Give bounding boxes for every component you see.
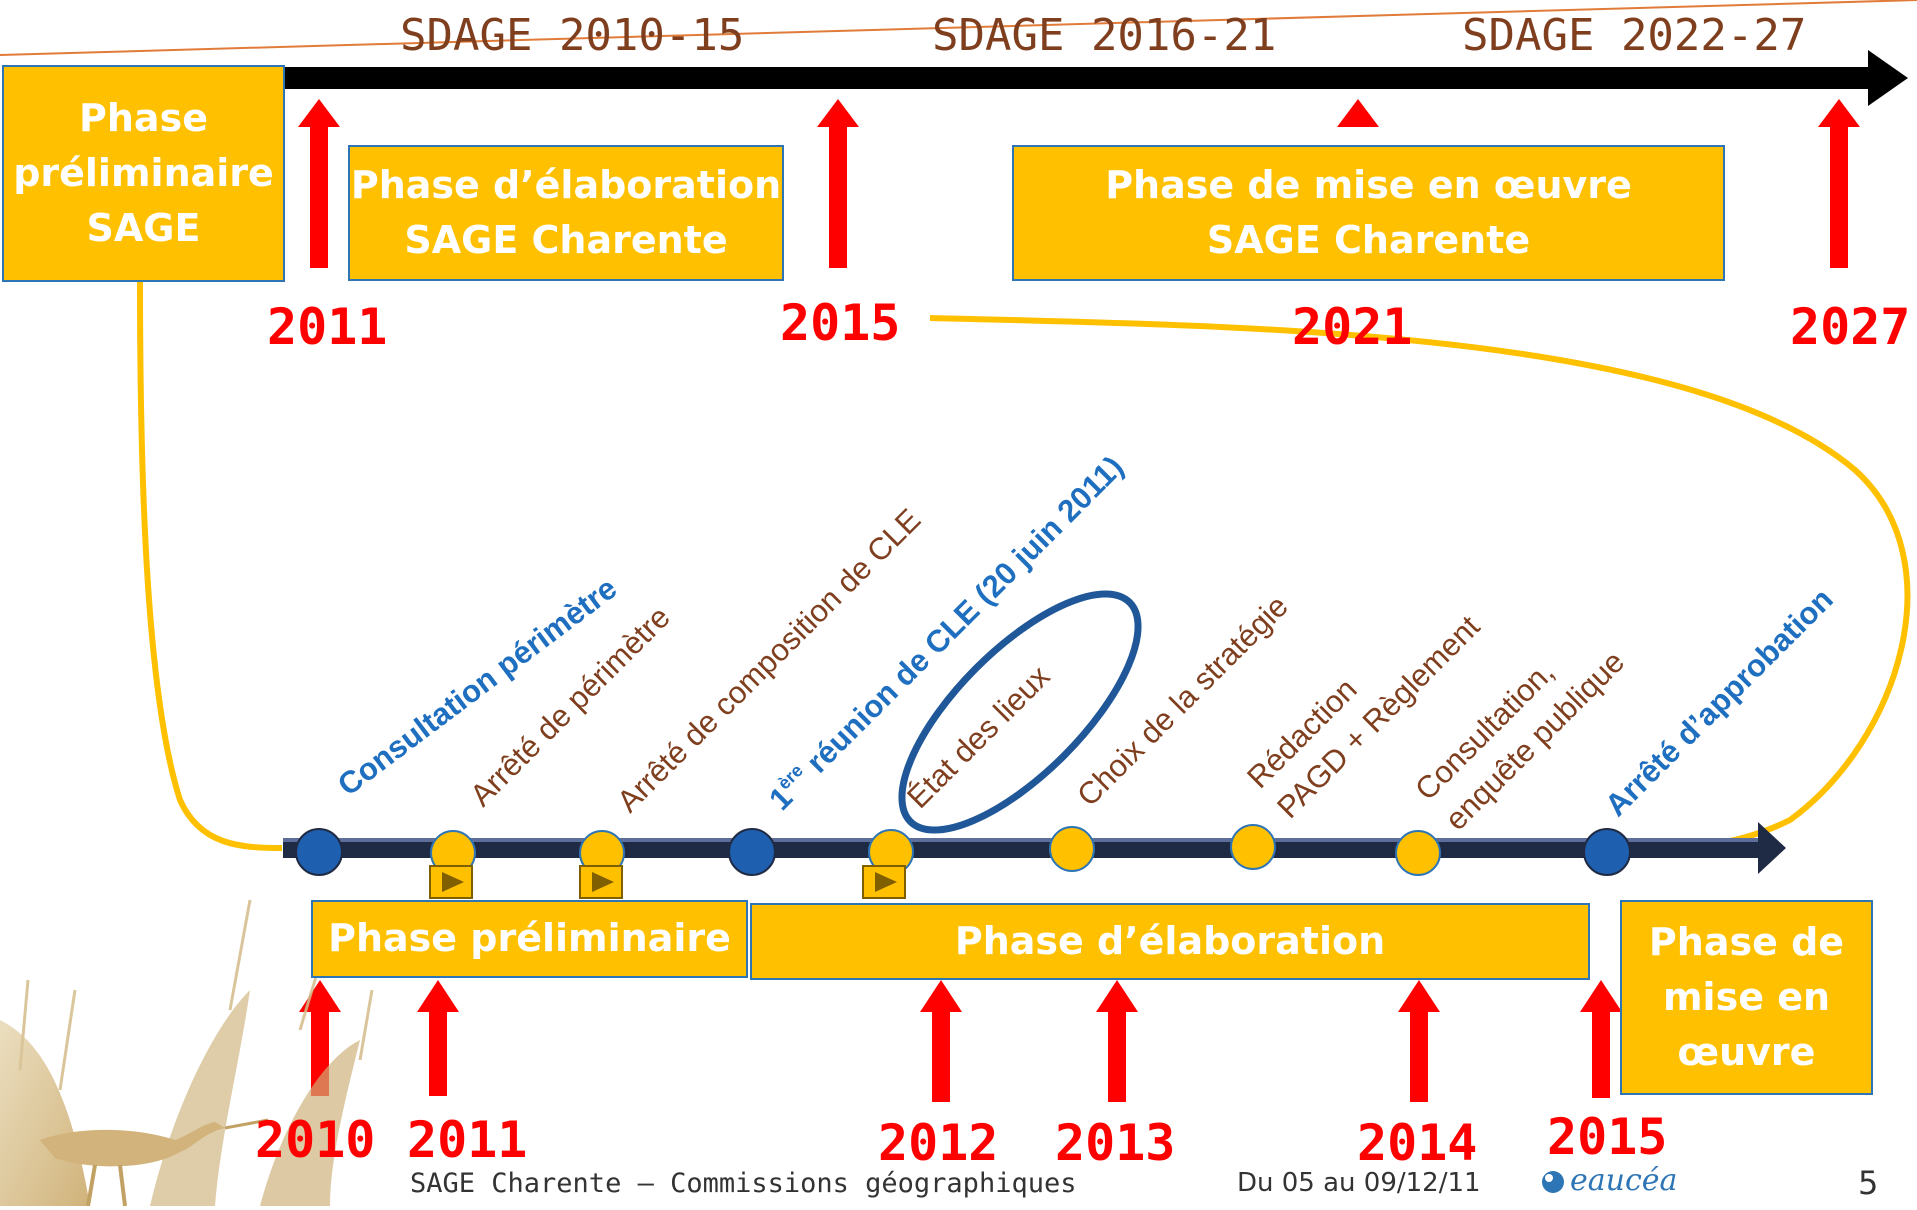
eaucea-logo: eaucéa xyxy=(1542,1163,1677,1198)
red-arrow-2021-top xyxy=(1337,99,1379,127)
play-icon xyxy=(862,865,906,899)
sdage-period-2022-27: SDAGE 2022-27 xyxy=(1462,10,1807,61)
play-icon xyxy=(579,865,623,899)
top-box-phase-preliminaire: Phase préliminaire SAGE xyxy=(2,65,285,282)
year-2015: 2015 xyxy=(1547,1108,1668,1166)
footer-title: SAGE Charente – Commissions géographique… xyxy=(410,1168,1077,1199)
top-box-phase-mise-en-oeuvre: Phase de mise en œuvre SAGE Charente xyxy=(1012,145,1725,281)
year-2010: 2010 xyxy=(255,1111,376,1169)
year-2015-top: 2015 xyxy=(780,294,901,352)
bottom-box-phase-elaboration: Phase d’élaboration xyxy=(750,903,1590,980)
connector-curve-right xyxy=(929,315,1911,852)
dot-choix-strategie xyxy=(1049,826,1095,872)
year-2014: 2014 xyxy=(1357,1114,1478,1172)
year-2027-top: 2027 xyxy=(1790,298,1911,356)
highlight-ellipse xyxy=(898,590,1142,834)
sdage-period-2010-15: SDAGE 2010-15 xyxy=(400,10,745,61)
dot-consultation-enquete xyxy=(1395,830,1441,876)
red-arrow-2011-top xyxy=(298,99,340,268)
logo-text: eaucéa xyxy=(1570,1163,1677,1198)
label-arrete-approbation: Arrêté d’approbation xyxy=(1598,581,1840,823)
dot-premiere-reunion xyxy=(728,828,776,876)
page-number: 5 xyxy=(1858,1164,1879,1202)
year-2012: 2012 xyxy=(878,1114,999,1172)
year-2013: 2013 xyxy=(1055,1114,1176,1172)
sdage-period-2016-21: SDAGE 2016-21 xyxy=(932,10,1277,61)
dot-consultation-perimetre xyxy=(295,828,343,876)
red-arrow-2015 xyxy=(1580,980,1622,1098)
milestone-dots xyxy=(295,824,1631,876)
bottom-box-phase-mise-en-oeuvre: Phase de mise en œuvre xyxy=(1620,900,1873,1095)
label-arrete-composition: Arrêté de composition de CLE xyxy=(610,502,927,819)
red-arrow-2027-top xyxy=(1818,99,1860,268)
bird-illustration xyxy=(0,899,374,1207)
year-2011: 2011 xyxy=(407,1111,528,1169)
top-box-phase-elaboration: Phase d’élaboration SAGE Charente xyxy=(348,145,784,281)
milestone-labels: Consultation périmètre Arrêté de périmèt… xyxy=(331,449,1840,837)
red-arrow-2013 xyxy=(1096,980,1138,1102)
red-arrow-2015-top xyxy=(817,99,859,268)
bottom-box-phase-preliminaire: Phase préliminaire xyxy=(311,900,748,978)
footer-dates: Du 05 au 09/12/11 xyxy=(1237,1168,1481,1198)
top-year-arrows xyxy=(298,99,1860,268)
bottom-timeline-arrow xyxy=(283,822,1786,874)
red-arrow-2011 xyxy=(417,980,459,1096)
bottom-year-arrows xyxy=(299,980,1622,1102)
red-arrow-2014 xyxy=(1398,980,1440,1102)
connector-curve-left xyxy=(137,281,283,851)
year-2021-top: 2021 xyxy=(1292,298,1413,356)
dot-arrete-approbation xyxy=(1583,828,1631,876)
dot-redaction xyxy=(1230,824,1276,870)
top-accent-line xyxy=(0,0,1917,56)
year-2011-top: 2011 xyxy=(267,298,388,356)
top-timeline-arrow xyxy=(275,50,1908,106)
play-icon xyxy=(429,865,473,899)
red-arrow-2012 xyxy=(920,980,962,1102)
